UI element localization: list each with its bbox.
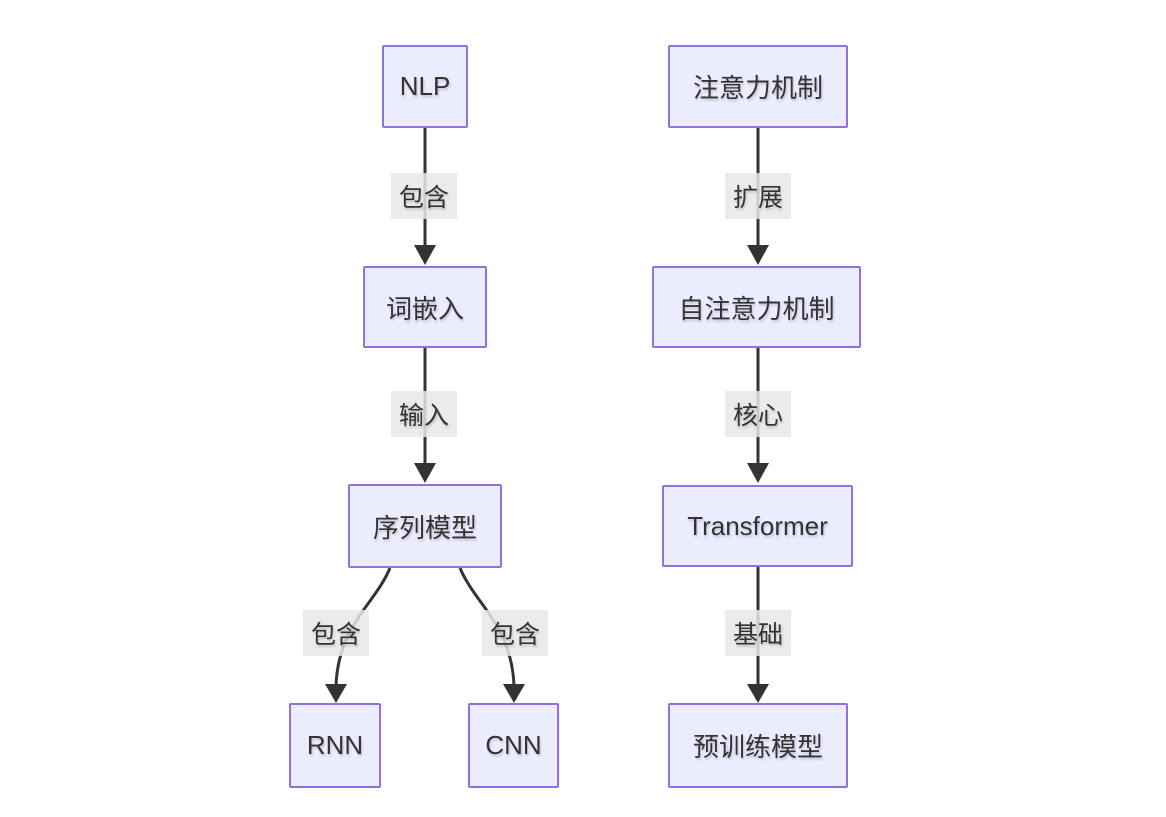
arrowhead-icon: [503, 684, 525, 703]
node-nlp-label: NLP: [399, 71, 451, 101]
node-word-embedding: 词嵌入: [363, 266, 487, 348]
arrowhead-icon: [747, 463, 769, 483]
node-sequence-model: 序列模型: [348, 484, 502, 568]
node-pretrained-model-label: 预训练模型: [692, 732, 823, 762]
edge-label-sequence-model-to-cnn: 包含: [481, 610, 549, 656]
edge-label-transformer-to-pretrained: 基础: [724, 610, 792, 656]
node-word-embedding-label: 词嵌入: [385, 293, 464, 324]
arrowhead-icon: [414, 245, 436, 265]
node-attention: 注意力机制: [668, 45, 848, 128]
arrowhead-icon: [325, 684, 347, 703]
node-rnn: RNN: [289, 703, 381, 788]
arrowhead-icon: [747, 245, 769, 265]
edge-label-attention-to-self-attention: 扩展: [724, 173, 792, 219]
arrowhead-icon: [747, 684, 769, 703]
node-self-attention-label: 自注意力机制: [678, 293, 835, 324]
edge-label-word-embedding-to-sequence-model: 输入: [390, 391, 458, 437]
node-sequence-model-label: 序列模型: [372, 512, 477, 543]
node-self-attention: 自注意力机制: [652, 266, 861, 348]
node-cnn-label: CNN: [485, 730, 542, 760]
node-cnn: CNN: [468, 703, 559, 788]
edge-label-sequence-model-to-rnn: 包含: [302, 610, 370, 656]
node-rnn-label: RNN: [306, 730, 364, 760]
node-attention-label: 注意力机制: [692, 73, 823, 103]
edge-label-nlp-to-word-embedding: 包含: [390, 173, 458, 219]
node-pretrained-model: 预训练模型: [668, 703, 848, 788]
node-nlp: NLP: [382, 45, 468, 128]
edge-label-self-attention-to-transformer: 核心: [724, 391, 792, 437]
node-transformer: Transformer: [662, 485, 853, 567]
arrowhead-icon: [414, 463, 436, 483]
node-transformer-label: Transformer: [687, 510, 828, 541]
